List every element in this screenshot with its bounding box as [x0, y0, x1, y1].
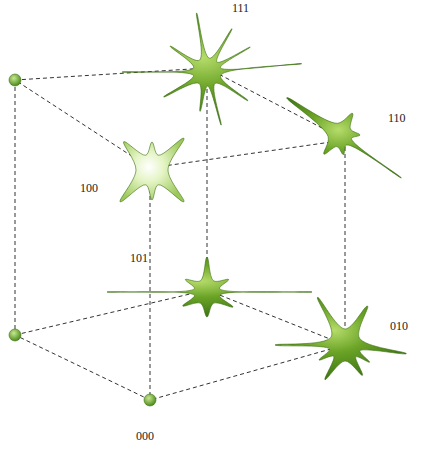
corner-dot: [9, 329, 21, 341]
cube-edge: [15, 80, 16, 335]
isosurface: [287, 98, 402, 178]
corner-dot: [144, 394, 156, 406]
cube-edge: [150, 168, 151, 400]
cube-edge: [15, 68, 207, 80]
vertex-label: 000: [136, 430, 154, 442]
corner-dot: [9, 74, 21, 86]
vertex-label: 010: [390, 320, 408, 332]
cube-edge: [15, 335, 150, 400]
isosurface: [107, 257, 312, 317]
vertex-label: 110: [388, 112, 406, 124]
cube-edge: [207, 290, 345, 345]
cube-edge: [345, 140, 346, 345]
isosurface: [275, 297, 406, 379]
isosurface: [122, 13, 302, 125]
cube-edge: [15, 290, 207, 335]
isosurfaces: [107, 13, 406, 380]
vertex-label: 101: [130, 252, 148, 264]
vertex-label: 100: [80, 182, 98, 194]
vertex-label: 111: [232, 2, 249, 14]
cube-edges: [15, 68, 345, 400]
cube-edge: [15, 80, 150, 168]
corner-dots: [9, 74, 156, 406]
cube-edge: [150, 345, 345, 400]
isosurface: [120, 138, 184, 202]
